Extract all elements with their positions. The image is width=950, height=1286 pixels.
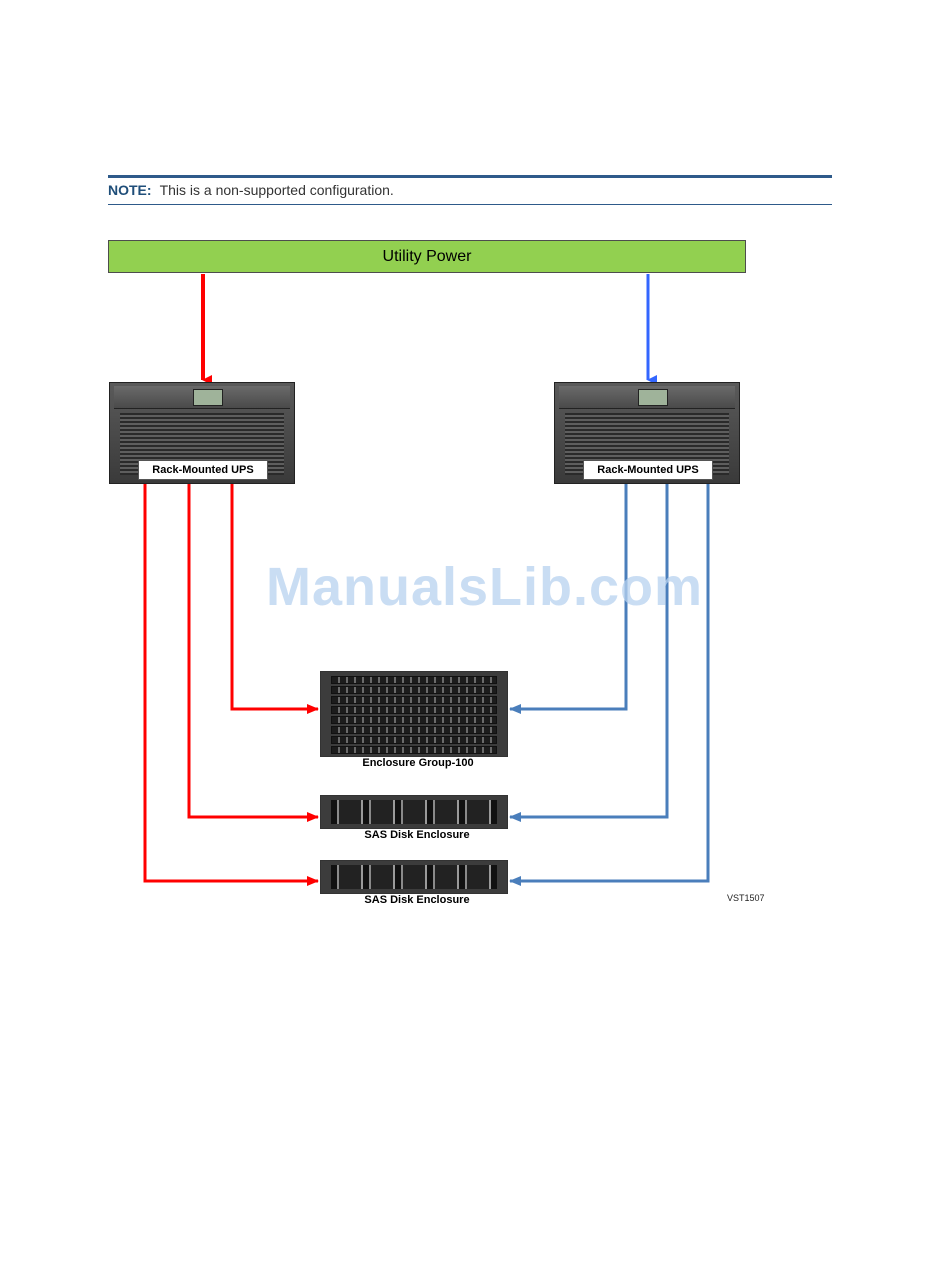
ups-top-panel xyxy=(559,386,735,409)
drive-row xyxy=(331,716,497,724)
sas-enclosure-1-label: SAS Disk Enclosure xyxy=(320,829,514,841)
watermark: ManualsLib.com xyxy=(266,556,703,618)
drive-row xyxy=(331,696,497,704)
ups-top-panel xyxy=(114,386,290,409)
drive-row xyxy=(331,736,497,744)
drive-row xyxy=(331,676,497,684)
right-ups: Rack-Mounted UPS xyxy=(554,382,740,484)
right-ups-to-sas-1 xyxy=(510,484,667,817)
drive-row xyxy=(331,706,497,714)
right-ups-label: Rack-Mounted UPS xyxy=(583,460,713,480)
right-ups-to-sas-2 xyxy=(510,484,708,881)
left-ups-to-sas-1 xyxy=(189,484,318,817)
sas-disk-enclosure-1 xyxy=(320,795,508,829)
enclosure-group-100 xyxy=(320,671,508,757)
drive-row xyxy=(331,746,497,754)
ups-display xyxy=(193,389,223,406)
figure-id: VST1507 xyxy=(727,893,765,903)
sas-disk-enclosure-2 xyxy=(320,860,508,894)
enclosure-group-label: Enclosure Group-100 xyxy=(320,757,516,769)
drive-bays xyxy=(331,865,497,889)
drive-row xyxy=(331,686,497,694)
left-ups-label: Rack-Mounted UPS xyxy=(138,460,268,480)
left-ups: Rack-Mounted UPS xyxy=(109,382,295,484)
drive-row xyxy=(331,726,497,734)
drive-bays xyxy=(331,800,497,824)
sas-enclosure-2-label: SAS Disk Enclosure xyxy=(320,894,514,906)
ups-display xyxy=(638,389,668,406)
